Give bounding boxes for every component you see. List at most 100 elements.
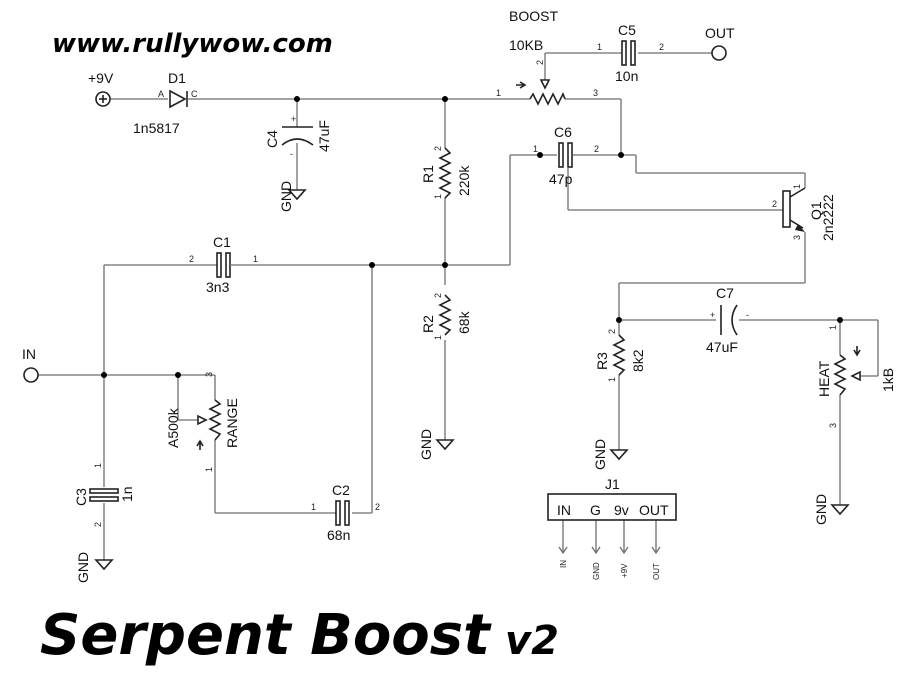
svg-text:1: 1 [597,42,602,52]
svg-text:2: 2 [772,199,777,209]
capacitor-c3[interactable]: 1 2 C3 1n [73,463,135,527]
junction [294,96,300,102]
junction [616,317,622,323]
resistor-r3[interactable]: 2 1 R3 8k2 [594,329,646,382]
svg-text:1: 1 [253,254,258,264]
resistor-r2[interactable]: 2 1 R2 68k [420,293,472,340]
svg-text:47uF: 47uF [706,339,738,355]
svg-text:2: 2 [659,42,664,52]
svg-text:D1: D1 [168,70,186,86]
junction [442,96,448,102]
input-port[interactable]: IN [22,346,39,383]
svg-text:GND: GND [592,439,608,470]
circuit-version: v2 [505,618,559,664]
ground-icon [435,439,455,451]
svg-text:47uF: 47uF [316,120,332,152]
svg-text:1: 1 [496,88,501,98]
svg-text:R3: R3 [594,352,610,370]
svg-text:C6: C6 [554,124,572,140]
svg-text:OUT: OUT [705,25,735,41]
output-port[interactable]: OUT [705,25,735,61]
connector-pin-out: OUT [639,502,669,518]
connector-pin-9v: 9v [614,502,629,518]
svg-text:1: 1 [204,467,214,472]
resistor-icon [438,294,452,336]
capacitor-c6[interactable]: C6 47p 1 2 [533,124,599,187]
wiper-arrow-icon [539,79,551,90]
svg-text:R1: R1 [420,165,436,183]
svg-text:1n5817: 1n5817 [133,120,180,136]
net-label-in: IN [559,560,568,568]
capacitor-c7[interactable]: + - C7 47uF [706,285,749,355]
svg-text:IN: IN [22,346,36,362]
resistor-icon [612,334,626,376]
connector-body [547,493,677,521]
junction [442,262,448,268]
potentiometer-icon [529,92,566,106]
svg-text:C5: C5 [618,22,636,38]
net-label-9v: +9V [620,563,629,578]
capacitor-c1[interactable]: C1 3n3 2 1 [189,234,258,295]
capacitor-c5[interactable]: C5 10n 1 2 [597,22,664,84]
svg-text:2: 2 [433,146,443,151]
svg-text:BOOST: BOOST [509,8,558,24]
transistor-q1[interactable]: 2 1 3 Q1 2n2222 [772,184,836,241]
svg-text:C4: C4 [264,130,280,148]
junction [537,152,543,158]
svg-text:1n: 1n [119,486,135,502]
capacitor-c2[interactable]: C2 68n 1 2 [311,482,380,543]
website-label: www.rullywow.com [52,29,333,59]
svg-text:+: + [710,310,715,320]
svg-text:2n2222: 2n2222 [820,194,836,241]
capacitor-icon [621,40,627,66]
capacitor-icon [558,142,564,168]
arrow-down-icon [591,546,601,555]
ground-c4: GND [278,181,307,212]
connector-j1[interactable]: J1 IN G 9v OUT IN GND +9V OUT [547,476,677,580]
svg-text:GND: GND [418,429,434,460]
wiper-arrow-icon [197,414,208,426]
svg-text:HEAT: HEAT [816,360,832,397]
junction [101,372,107,378]
junction [369,262,375,268]
direction-arrow-icon [516,81,527,89]
diode-d1[interactable]: D1 A C 1n5817 [133,70,198,136]
svg-text:68n: 68n [327,527,350,543]
svg-text:GND: GND [278,181,294,212]
arrow-down-icon [619,546,629,555]
port-icon [23,367,39,383]
potentiometer-range[interactable]: 3 1 A500k RANGE [165,372,240,472]
svg-text:1: 1 [93,463,103,468]
potentiometer-heat[interactable]: 1 3 HEAT 1kB [816,325,896,428]
ground-r3: GND [592,439,629,470]
junction [175,372,181,378]
ground-heat: GND [813,494,850,525]
ground-icon [287,189,307,201]
power-label: +9V [88,70,114,86]
svg-text:C2: C2 [332,482,350,498]
junction [837,317,843,323]
svg-text:1: 1 [311,502,316,512]
capacitor-c4[interactable]: + - C4 47uF [264,114,332,159]
circuit-title: Serpent Boost [40,603,492,668]
connector-pin-g: G [590,502,601,518]
svg-text:GND: GND [813,494,829,525]
svg-text:2: 2 [93,522,103,527]
svg-text:2: 2 [375,502,380,512]
connector-pin-in: IN [557,502,571,518]
capacitor-icon [89,488,119,494]
ground-icon [609,449,629,461]
svg-text:1: 1 [828,325,838,330]
svg-text:2: 2 [607,329,617,334]
resistor-r1[interactable]: 2 1 R1 220k [420,146,472,199]
potentiometer-boost[interactable]: BOOST 10KB 1 2 3 [496,8,598,106]
svg-text:220k: 220k [456,165,472,196]
svg-text:C3: C3 [73,488,89,506]
power-9v[interactable]: +9V [88,70,114,107]
svg-text:3: 3 [593,88,598,98]
ground-c3: GND [75,552,114,583]
svg-text:C: C [191,89,198,99]
arrow-down-icon [651,546,661,555]
svg-text:+: + [291,114,296,124]
